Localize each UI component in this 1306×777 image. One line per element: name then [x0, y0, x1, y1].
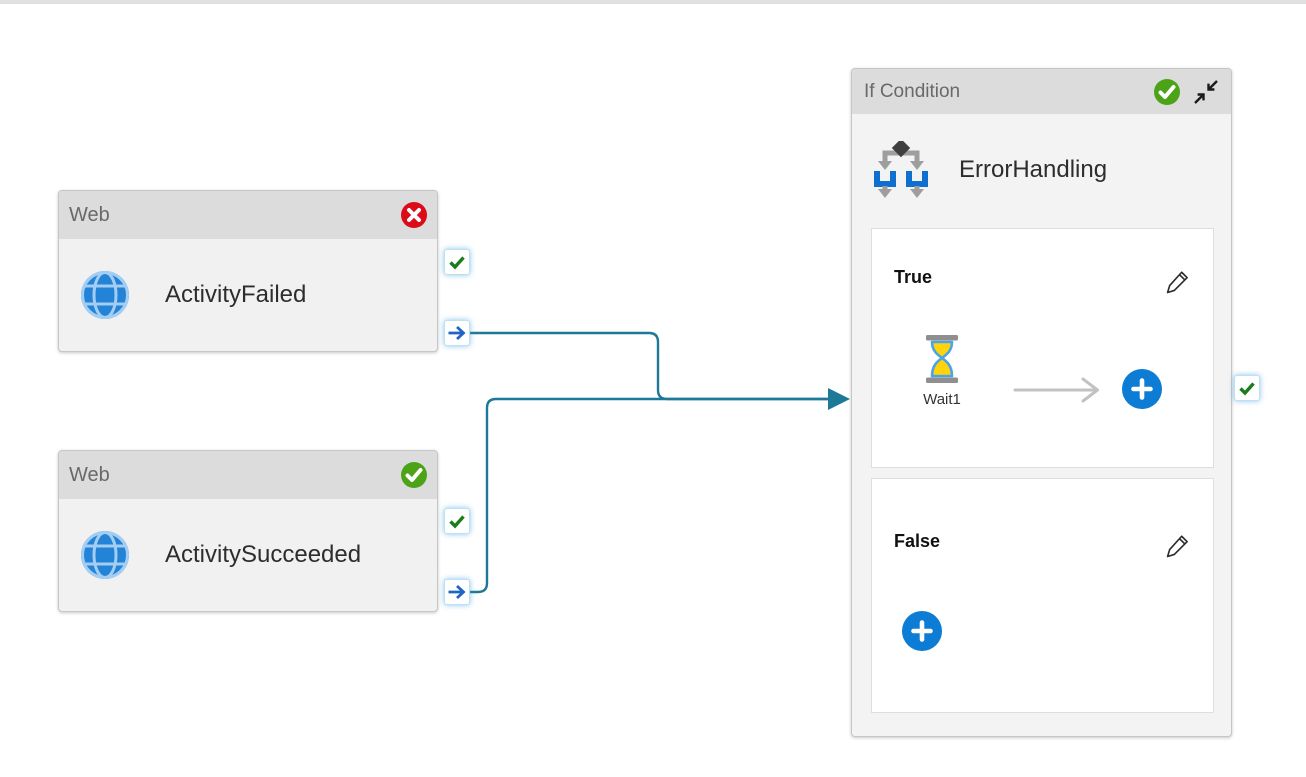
activity-node-activitysucceeded[interactable]: Web ActivitySucceeded: [58, 450, 438, 612]
edit-false-branch-button[interactable]: [1165, 533, 1191, 564]
check-icon: [449, 256, 465, 270]
port-success-activitysucceeded[interactable]: [444, 508, 470, 534]
port-completion-activitysucceeded[interactable]: [444, 579, 470, 605]
activity-body: ActivitySucceeded: [59, 499, 437, 611]
if-condition-header: If Condition: [852, 69, 1231, 114]
arrow-right-icon: [448, 584, 466, 600]
activity-name: ActivitySucceeded: [165, 541, 362, 568]
activity-type-label: Web: [69, 463, 110, 486]
check-icon: [1239, 382, 1255, 396]
success-badge-icon: [401, 462, 427, 488]
check-icon: [449, 515, 465, 529]
pencil-icon: [1166, 271, 1188, 294]
port-completion-activityfailed[interactable]: [444, 320, 470, 346]
plus-icon: [911, 620, 933, 642]
connector-arrowhead-icon: [828, 388, 850, 410]
false-branch-label: False: [894, 531, 941, 551]
error-badge-icon: [401, 202, 427, 228]
activity-body: ActivityFailed: [59, 239, 437, 351]
if-condition-icon: [874, 141, 928, 198]
collapse-button[interactable]: [1193, 79, 1219, 105]
add-activity-true-button[interactable]: [1122, 369, 1162, 409]
wait-activity-name: Wait1: [923, 391, 961, 408]
wait-activity[interactable]: Wait1: [912, 335, 972, 408]
plus-icon: [1131, 378, 1153, 400]
false-branch-panel: False: [871, 478, 1214, 713]
activity-header: Web: [59, 191, 437, 239]
arrow-right-icon: [448, 325, 466, 341]
hourglass-icon: [926, 335, 958, 383]
activity-header: Web: [59, 451, 437, 499]
if-condition-body: ErrorHandling: [852, 114, 1231, 199]
activity-type-label: Web: [69, 203, 110, 226]
port-success-errorhandling[interactable]: [1234, 375, 1260, 401]
top-toolbar-edge: [0, 0, 1306, 4]
edit-true-branch-button[interactable]: [1165, 269, 1191, 300]
connector-activityfailed-to-errorhandling[interactable]: [470, 331, 829, 401]
connector-activitysucceeded-to-errorhandling[interactable]: [470, 397, 829, 594]
true-branch-panel: True Wait1: [871, 228, 1214, 468]
pencil-icon: [1166, 535, 1188, 558]
if-condition-name: ErrorHandling: [959, 156, 1108, 183]
port-success-activityfailed[interactable]: [444, 249, 470, 275]
activity-name: ActivityFailed: [165, 281, 307, 308]
sequence-arrow-icon: [1013, 377, 1099, 403]
add-activity-false-button[interactable]: [902, 611, 942, 651]
if-condition-type-label: If Condition: [864, 80, 961, 102]
if-condition-node-errorhandling[interactable]: If Condition ErrorHan: [851, 68, 1232, 737]
success-badge-icon: [1154, 78, 1180, 105]
collapse-arrows-icon: [1194, 79, 1218, 104]
activity-node-activityfailed[interactable]: Web ActivityFailed: [58, 190, 438, 352]
globe-icon: [81, 531, 129, 579]
globe-icon: [81, 271, 129, 319]
true-branch-label: True: [894, 267, 933, 287]
